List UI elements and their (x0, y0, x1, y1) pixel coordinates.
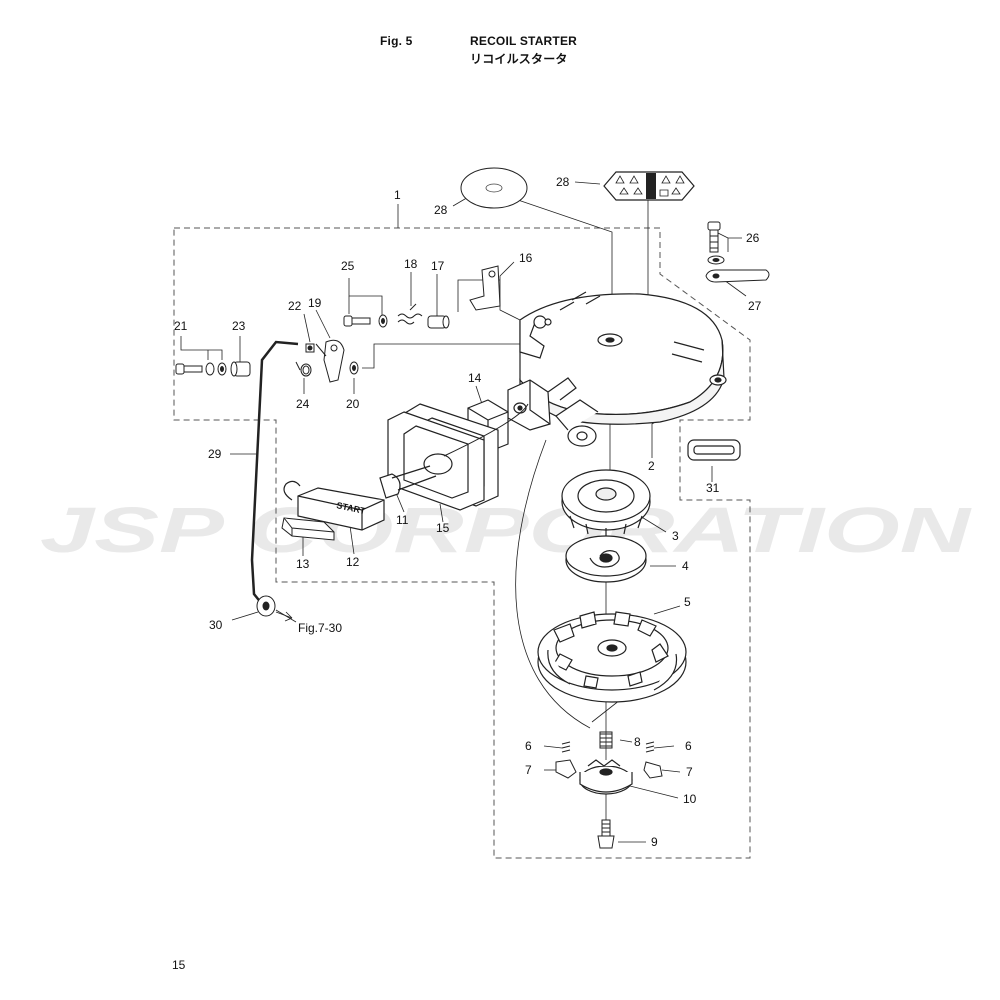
callout-26: 26 (746, 231, 760, 245)
callout-18: 18 (404, 257, 418, 271)
callout-6-left: 6 (525, 739, 532, 753)
callout-21: 21 (174, 319, 188, 333)
callout-28-warning-label: 28 (556, 175, 570, 189)
page-number: 15 (172, 958, 186, 972)
callout-25: 25 (341, 259, 355, 273)
callout-15: 15 (436, 521, 450, 535)
callout-3: 3 (672, 529, 679, 543)
callout-19: 19 (308, 296, 322, 310)
callout-7-right: 7 (686, 765, 693, 779)
callout-8: 8 (634, 735, 641, 749)
grommet-part-31 (687, 439, 741, 461)
bolt-part-9 (597, 819, 615, 849)
callout-28-round-decal: 28 (434, 203, 448, 217)
pawl-part-7-left (555, 759, 577, 779)
callout-29: 29 (208, 447, 222, 461)
screw-part-21 (175, 362, 227, 376)
reference-arrow (275, 611, 293, 619)
pin-part-22 (305, 343, 315, 353)
pulley-part-5 (537, 611, 687, 703)
callout-9: 9 (651, 835, 658, 849)
bolt-part-26 (707, 221, 725, 265)
callout-30: 30 (209, 618, 223, 632)
collar-part-17 (427, 315, 450, 329)
round-decal-part (460, 167, 528, 209)
diagram-title: RECOIL STARTER (470, 34, 578, 48)
rope-part (443, 403, 529, 457)
callout-24: 24 (296, 397, 310, 411)
washer-part-20 (349, 361, 359, 375)
callout-31: 31 (706, 481, 720, 495)
reel-part-3 (561, 469, 651, 538)
collar-part-23 (230, 361, 251, 377)
callout-20: 20 (346, 397, 360, 411)
callout-16: 16 (519, 251, 533, 265)
clip-part-30 (256, 595, 276, 617)
callout-6-right: 6 (685, 739, 692, 753)
callout-17: 17 (431, 259, 445, 273)
link-rod-part-29 (250, 340, 299, 605)
figure-reference-label: Fig.7-30 (298, 621, 342, 635)
spring-part-24 (295, 361, 312, 377)
callout-7-left: 7 (525, 763, 532, 777)
starter-case-part-2 (507, 291, 727, 447)
spring-part-6-right (645, 741, 655, 753)
lock-lever-part-16 (469, 265, 501, 311)
callout-22: 22 (288, 299, 302, 313)
ratchet-part-10 (579, 759, 633, 795)
diagram-title-japanese: リコイルスタータ (470, 52, 568, 66)
callout-23: 23 (232, 319, 246, 333)
callout-27: 27 (748, 299, 762, 313)
figure-label: Fig. 5 (380, 34, 413, 48)
callout-4: 4 (682, 559, 689, 573)
spiral-spring-part-4 (565, 535, 647, 583)
spring-part-6-left (561, 741, 571, 753)
pawl-part-7-right (643, 761, 663, 779)
assembly-boundary (173, 227, 751, 859)
lever-part-19 (315, 339, 345, 383)
strap-part-27 (705, 269, 770, 283)
callout-13: 13 (296, 557, 310, 571)
bolt-part-25 (343, 314, 388, 328)
callout-2: 2 (648, 459, 655, 473)
starter-handle-part-12 (283, 465, 437, 531)
grip-plate-part-13 (281, 517, 335, 541)
spring-part-18 (397, 303, 423, 325)
spring-part-8 (599, 731, 613, 749)
callout-10: 10 (683, 792, 697, 806)
callout-12: 12 (346, 555, 360, 569)
callout-1: 1 (394, 188, 401, 202)
watermark-text: JSP CORPORATION (40, 494, 973, 566)
callout-11: 11 (396, 513, 409, 527)
callout-5: 5 (684, 595, 691, 609)
warning-label-part (603, 171, 695, 201)
callout-14: 14 (468, 371, 482, 385)
